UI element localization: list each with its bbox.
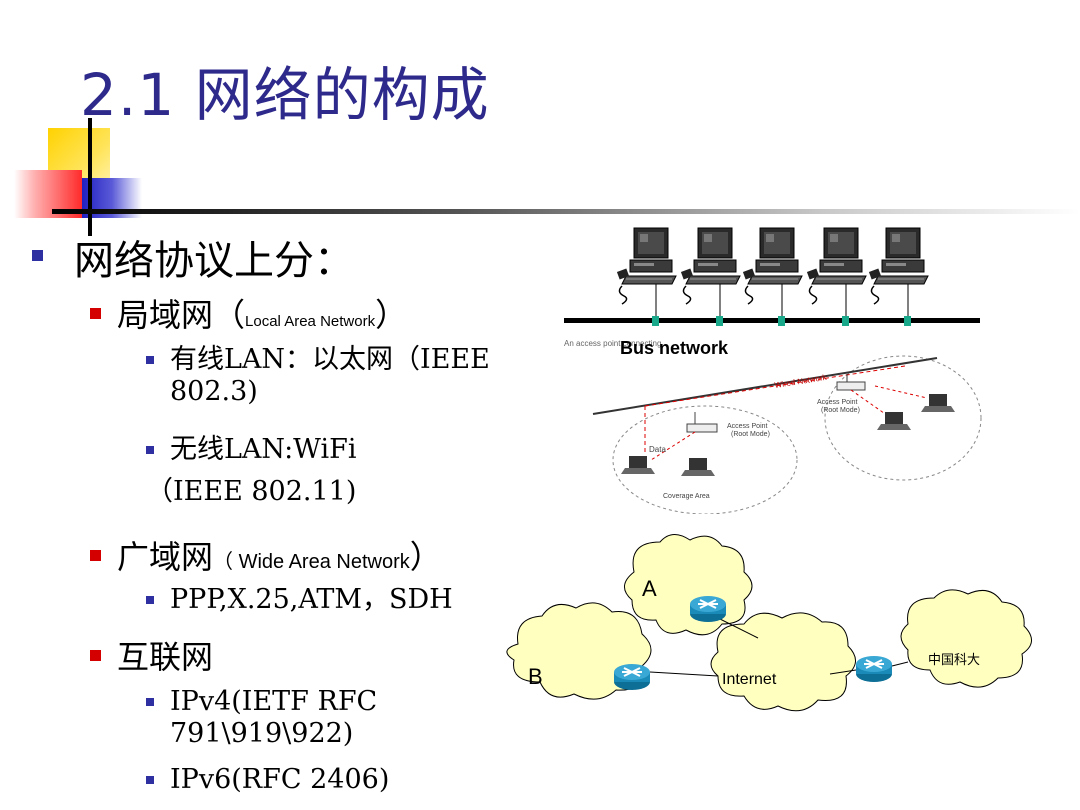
- bullet-wan: 广域网（ Wide Area Network）: [90, 532, 442, 578]
- bus-network-figure: An access point connecting Bus network: [564, 227, 980, 358]
- wired-lan-line1: 有线LAN：以太网（IEEE: [170, 344, 490, 375]
- title-divider: [52, 209, 1080, 214]
- ap-left-label: Access Point: [727, 423, 768, 430]
- wan-close: ）: [409, 538, 442, 576]
- item-ipv4: IPv4(IETF RFC 791\919\922): [146, 686, 466, 750]
- internet-label: 互联网: [117, 638, 214, 676]
- bullet-square-icon: [90, 550, 101, 561]
- ap-right-mode: (Root Mode): [821, 407, 860, 414]
- wireless-lan-line1: 无线LAN:WiFi: [170, 434, 357, 465]
- access-point-icon: [686, 423, 718, 433]
- computer-icon: [806, 227, 867, 305]
- access-point-icon: [836, 381, 866, 391]
- router-icon: [613, 663, 651, 691]
- bullet-square-icon: [146, 698, 154, 706]
- router-icon: [689, 595, 727, 623]
- item-ipv6: IPv6(RFC 2406): [146, 764, 466, 796]
- ap-left-mode: (Root Mode): [731, 431, 770, 438]
- bullet-protocol: 网络协议上分：: [32, 228, 354, 286]
- bullet-lan: 局域网（Local Area Network）: [90, 290, 407, 336]
- cloud-b-label: B: [528, 664, 543, 689]
- coverage-label: Coverage Area: [663, 493, 710, 500]
- computer-icon: [680, 227, 741, 305]
- cloud-ustc: [900, 589, 1032, 688]
- internet-cloud-figure: A B Internet 中国科大: [506, 534, 1032, 712]
- laptop-icon: [681, 458, 715, 476]
- bullet-square-icon: [146, 446, 154, 454]
- ipv6-text: IPv6(RFC 2406): [170, 764, 390, 795]
- item-wireless-lan: 无线LAN:WiFi: [146, 434, 566, 466]
- ipv4-line2: 791\919\922): [170, 718, 354, 749]
- wan-protocols-text: PPP,X.25,ATM，SDH: [170, 584, 453, 615]
- ap-right-label: Access Point: [817, 399, 858, 406]
- wired-network-label: Wired Network: [774, 373, 828, 390]
- bullet-square-icon: [146, 776, 154, 784]
- cloud-ustc-label: 中国科大: [928, 652, 980, 667]
- wireless-lan-figure: Wired Network Access Point (Root Mode) A…: [592, 355, 982, 514]
- ipv4-line1: IPv4(IETF RFC: [170, 686, 378, 717]
- cloud-a-label: A: [642, 576, 657, 601]
- item-wired-lan: 有线LAN：以太网（IEEE 802.3): [146, 344, 566, 408]
- bus-network-label: Bus network: [620, 338, 729, 358]
- computer-icon: [868, 227, 929, 305]
- laptop-icon: [921, 394, 955, 412]
- bullet-square-icon: [90, 650, 101, 661]
- bullet-square-icon: [32, 250, 43, 261]
- bullet-square-icon: [90, 308, 101, 319]
- wired-lan-line2: 802.3): [170, 376, 258, 407]
- slide-title: 2.1 网络的构成: [80, 61, 490, 129]
- bullet-square-icon: [146, 596, 154, 604]
- bullet-protocol-text: 网络协议上分：: [74, 238, 354, 284]
- laptop-icon: [877, 412, 911, 430]
- link-b-internet: [649, 671, 719, 677]
- wan-english: （ Wide Area Network: [213, 551, 410, 573]
- overlap-caption: An access point connecting: [564, 339, 661, 348]
- data-label: Data: [649, 445, 666, 454]
- laptop-icon: [621, 456, 655, 474]
- wan-label: 广域网: [117, 538, 214, 576]
- lan-english: Local Area Network: [245, 313, 376, 330]
- cloud-internet: [710, 612, 856, 712]
- wireless-lan-line2: （IEEE 802.11): [146, 476, 357, 507]
- link-internet-ustc: [829, 669, 857, 675]
- cloud-internet-label: Internet: [722, 671, 777, 688]
- computer-icon: [742, 227, 803, 305]
- lan-close: ）: [375, 296, 408, 334]
- logo-vertical-line: [88, 118, 92, 236]
- router-icon: [855, 655, 893, 683]
- computer-icon: [616, 227, 677, 305]
- bus-line: [564, 318, 980, 323]
- bullet-square-icon: [146, 356, 154, 364]
- bullet-internet: 互联网: [90, 632, 213, 678]
- lan-label: 局域网（: [117, 296, 246, 334]
- item-wan-protocols: PPP,X.25,ATM，SDH: [146, 584, 566, 616]
